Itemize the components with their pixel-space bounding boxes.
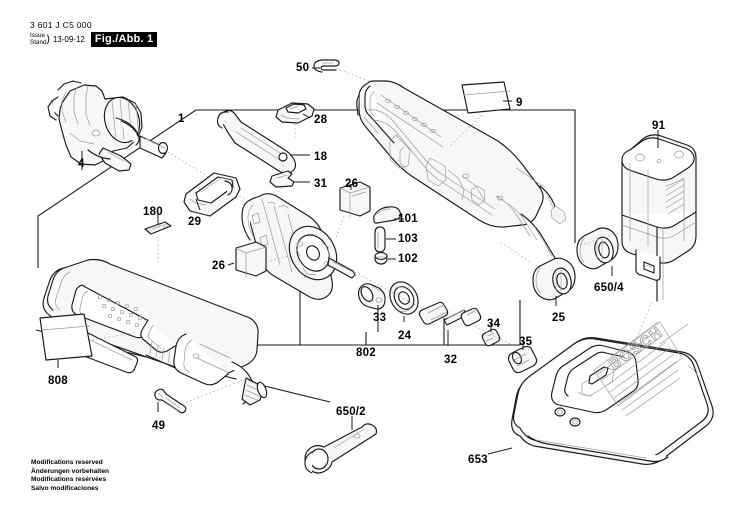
callout-34: 34 <box>487 318 501 330</box>
part-49-screw <box>154 388 187 414</box>
callout-103: 103 <box>398 233 418 245</box>
issue-label-line2: Stand <box>30 38 47 46</box>
part-24-ball-bearing <box>389 281 419 315</box>
callout-25: 25 <box>552 312 566 324</box>
upper-housing-shell <box>356 80 567 269</box>
callout-802: 802 <box>356 347 376 359</box>
axis-26-upper <box>335 215 345 239</box>
leader-29 <box>195 198 201 211</box>
sheet-header: 3 601 J C5 000 Issue Stand ) 13-09-12 Fi… <box>30 20 158 47</box>
callout-29: 29 <box>188 216 202 228</box>
axis-49 <box>181 377 249 405</box>
callout-650-2: 650/2 <box>336 406 366 418</box>
axis-91-tool <box>577 231 623 247</box>
footer-line-de: Änderungen vorbehalten <box>31 467 110 475</box>
callout-35: 35 <box>519 336 533 348</box>
part-32-output-shaft <box>418 301 482 327</box>
callout-24: 24 <box>398 330 412 342</box>
part-29-bracket <box>183 172 241 217</box>
issue-label: Issue Stand <box>30 32 47 46</box>
callout-91: 91 <box>652 120 666 132</box>
callout-9: 9 <box>516 97 523 109</box>
motor-assembly <box>241 193 356 300</box>
callout-18: 18 <box>314 151 328 163</box>
callout-808: 808 <box>48 375 68 387</box>
callout-26-upper: 26 <box>345 178 359 190</box>
figure-badge: Fig./Abb. 1 <box>90 32 158 47</box>
footer-line-es: Salvo modificaciones <box>31 484 99 492</box>
leader-26-lower <box>227 262 235 266</box>
callout-4: 4 <box>78 158 85 170</box>
part-103-brush-spring <box>374 226 386 253</box>
callout-101: 101 <box>398 213 418 225</box>
part-653-battery-charger <box>511 321 714 465</box>
part-code: 3 601 J C5 000 <box>30 20 92 30</box>
callout-650-4: 650/4 <box>594 282 624 294</box>
issue-brace: ) <box>46 33 50 45</box>
part-28-switch-button <box>275 102 315 124</box>
part-102-brush-nut <box>374 252 388 265</box>
leader-28 <box>302 113 311 119</box>
part-26-carbon-brush-upper <box>339 181 371 218</box>
callout-50: 50 <box>296 62 310 74</box>
footer-line-fr: Modifications resérvées <box>31 476 107 484</box>
axis-4-to-motor <box>131 129 247 201</box>
part-9-nameplate-label <box>461 81 511 114</box>
axis-808 <box>91 331 139 341</box>
part-180-contact-plate <box>144 221 172 235</box>
part-650-4-collet-nut <box>576 227 619 270</box>
callout-28: 28 <box>314 114 328 126</box>
part-4-gear-housing-assembly <box>47 80 169 172</box>
callout-49: 49 <box>152 420 166 432</box>
part-101-brush-cap <box>373 206 402 224</box>
part-26-carbon-brush-lower <box>235 241 267 278</box>
callout-653: 653 <box>468 454 488 466</box>
part-33-collar <box>357 283 386 310</box>
callout-32: 32 <box>444 354 458 366</box>
callout-33: 33 <box>373 312 387 324</box>
part-31-contact-tab <box>269 170 295 188</box>
part-35-sleeve <box>507 345 538 374</box>
leader-653 <box>487 447 513 455</box>
axis-9 <box>449 114 483 147</box>
lower-housing-shell <box>42 258 268 406</box>
part-50-u-clip <box>313 59 340 73</box>
sheet-footer: Modifications reserved Änderungen vorbeh… <box>31 459 109 493</box>
callout-26-lower: 26 <box>212 260 226 272</box>
axis-25 <box>499 241 531 263</box>
issue-date: 13-09-12 <box>52 35 85 44</box>
callout-102: 102 <box>398 253 418 265</box>
callout-1: 1 <box>178 113 185 125</box>
part-650-2-open-end-wrench <box>304 423 378 474</box>
callout-31: 31 <box>314 178 328 190</box>
axis-50 <box>339 69 373 83</box>
footer-line-en: Modifications reserved <box>31 459 103 466</box>
issue-label-line1: Issue <box>30 32 46 40</box>
part-25-collet-nut <box>532 257 576 301</box>
callout-180: 180 <box>143 206 163 218</box>
part-808-warning-label <box>39 313 93 361</box>
part-91-battery-pack <box>621 134 697 302</box>
